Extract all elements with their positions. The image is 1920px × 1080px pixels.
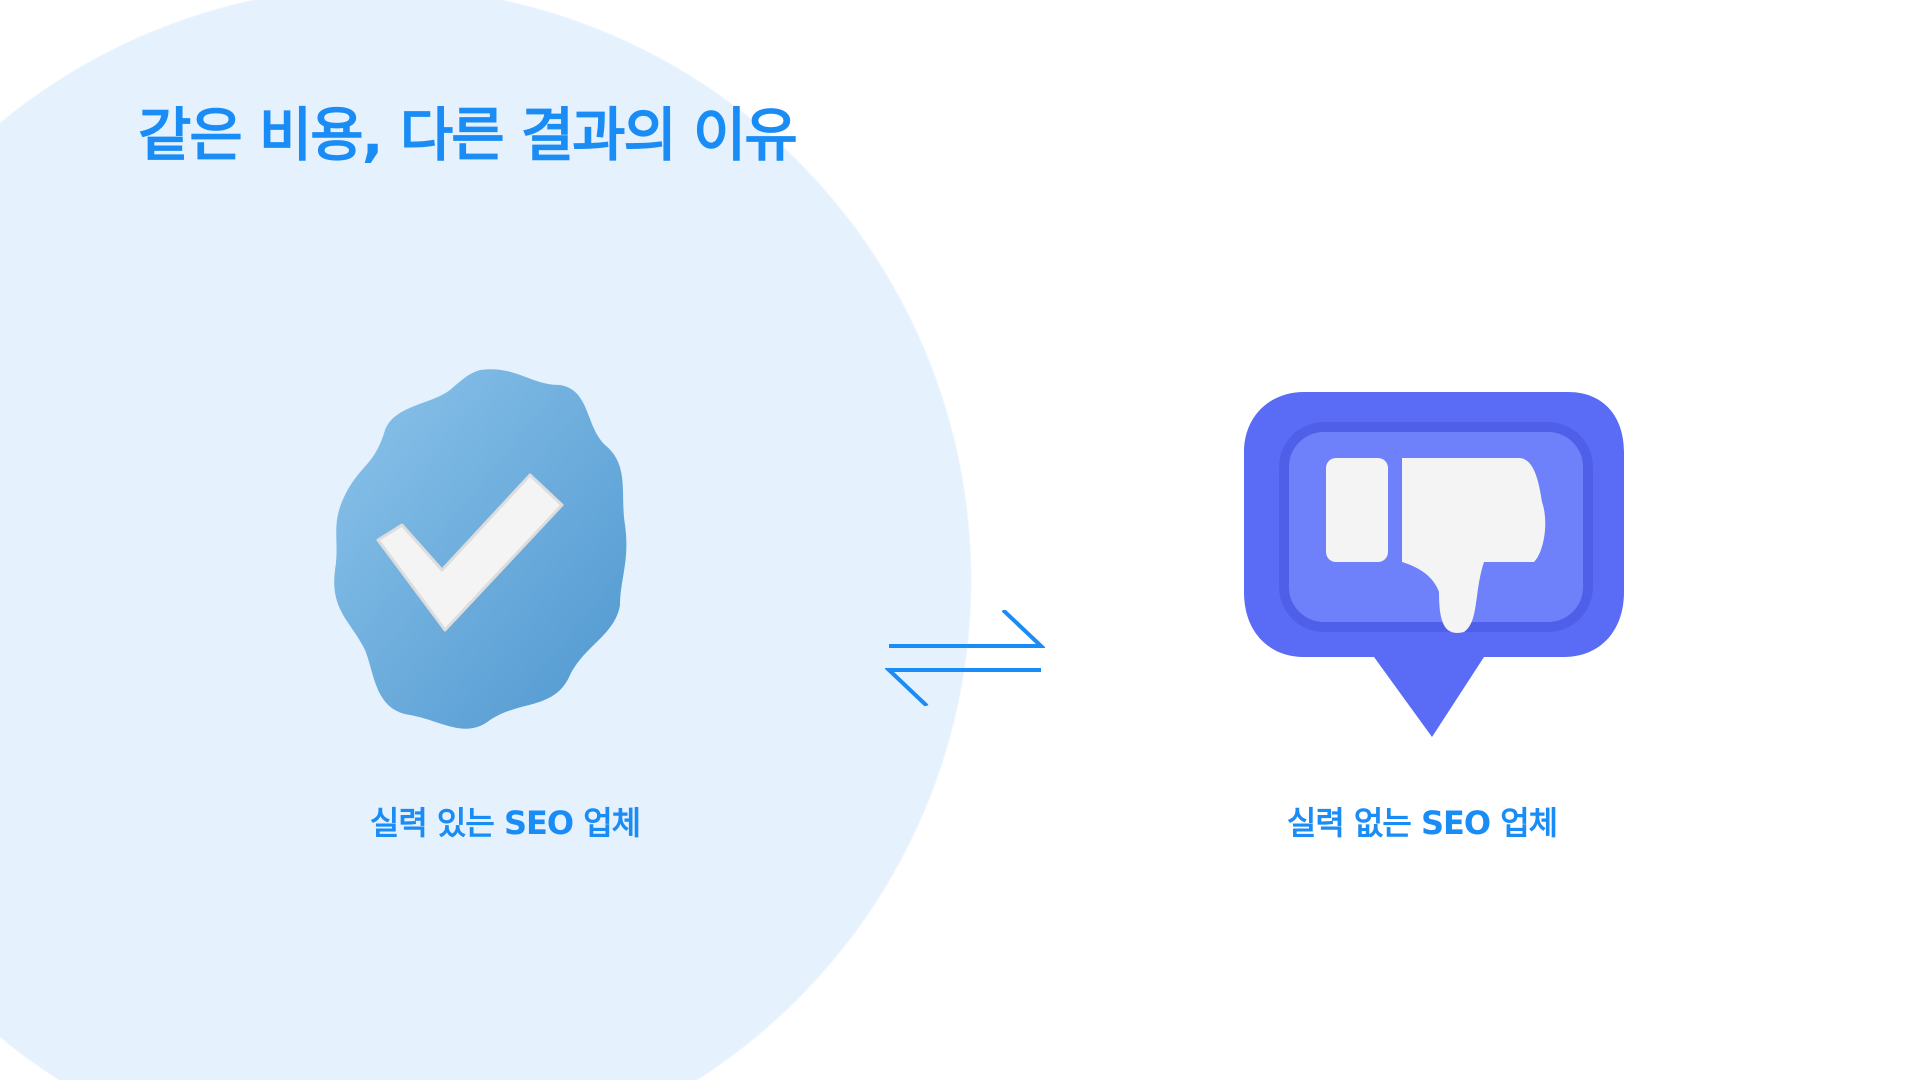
unskilled-seo-label: 실력 없는 SEO 업체 [1286, 804, 1558, 842]
verified-check-badge-icon [334, 369, 627, 729]
thumbs-down-bubble-icon [1244, 392, 1624, 737]
exchange-arrows-icon [885, 610, 1045, 706]
skilled-seo-label: 실력 있는 SEO 업체 [369, 804, 641, 842]
page-title: 같은 비용, 다른 결과의 이유 [138, 101, 798, 169]
